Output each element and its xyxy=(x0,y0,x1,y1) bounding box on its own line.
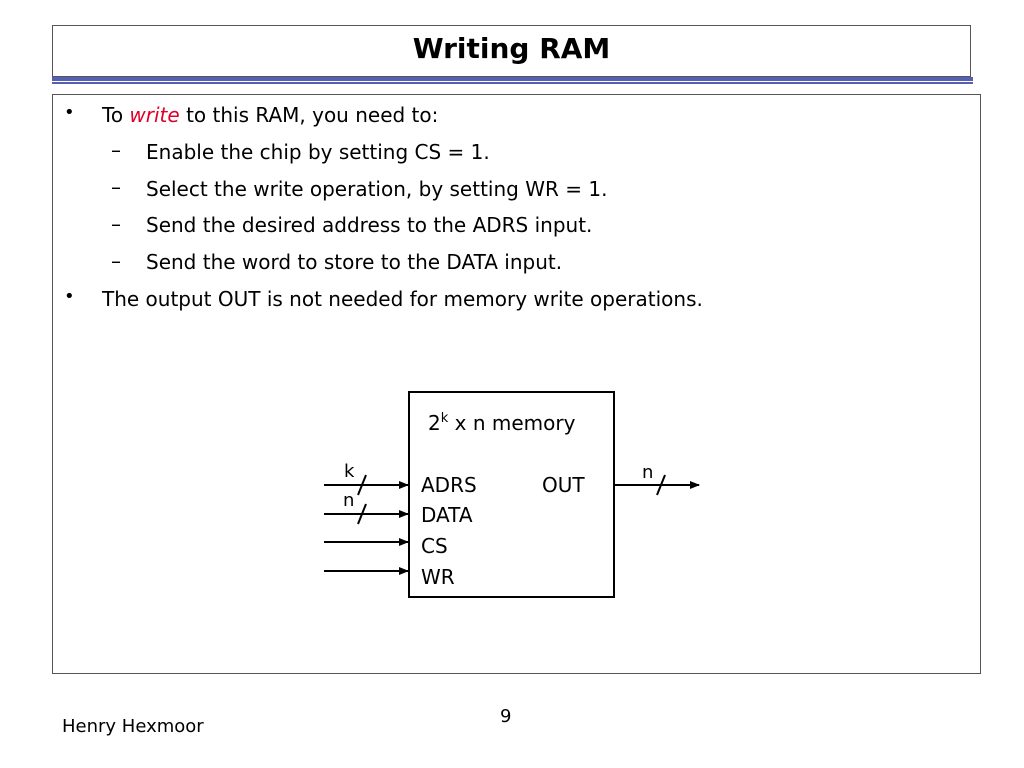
footer-author: Henry Hexmoor xyxy=(62,716,204,737)
title-underline-thin xyxy=(52,82,973,84)
data-bus-slash xyxy=(357,503,367,525)
adrs-bus-slash xyxy=(357,474,367,496)
bullet-1-prefix: To xyxy=(102,103,124,127)
bullet-1: To write to this RAM, you need to: xyxy=(102,103,438,127)
dash-icon: – xyxy=(111,212,121,236)
out-width-label: n xyxy=(642,462,653,483)
bullet-1-suffix: to this RAM, you need to: xyxy=(186,103,439,127)
out-bus-slash xyxy=(656,474,666,496)
adrs-label: ADRS xyxy=(421,473,477,497)
memory-label: 2k x n memory xyxy=(428,411,576,435)
dash-icon: – xyxy=(111,175,121,199)
dash-icon: – xyxy=(111,138,121,162)
data-width-label: n xyxy=(343,490,354,511)
data-label: DATA xyxy=(421,503,473,527)
dash-icon: – xyxy=(111,249,121,273)
page-number: 9 xyxy=(500,706,512,727)
slide-title: Writing RAM xyxy=(412,32,611,65)
out-label: OUT xyxy=(542,473,585,497)
adrs-width-label: k xyxy=(344,461,355,482)
sub-item: Enable the chip by setting CS = 1. xyxy=(146,140,490,164)
bullet-2: The output OUT is not needed for memory … xyxy=(102,287,703,311)
sub-item: Send the word to store to the DATA input… xyxy=(146,250,563,274)
content-box xyxy=(52,94,981,674)
sub-item: Send the desired address to the ADRS inp… xyxy=(146,213,593,237)
sub-item: Select the write operation, by setting W… xyxy=(146,177,608,201)
memory-block xyxy=(408,391,615,598)
title-box: Writing RAM xyxy=(52,25,971,77)
bullet-icon: • xyxy=(64,102,75,123)
cs-label: CS xyxy=(421,534,448,558)
bullet-1-emphasis: write xyxy=(129,103,180,127)
wr-label: WR xyxy=(421,565,455,589)
bullet-icon: • xyxy=(64,286,75,307)
title-underline xyxy=(52,77,973,81)
